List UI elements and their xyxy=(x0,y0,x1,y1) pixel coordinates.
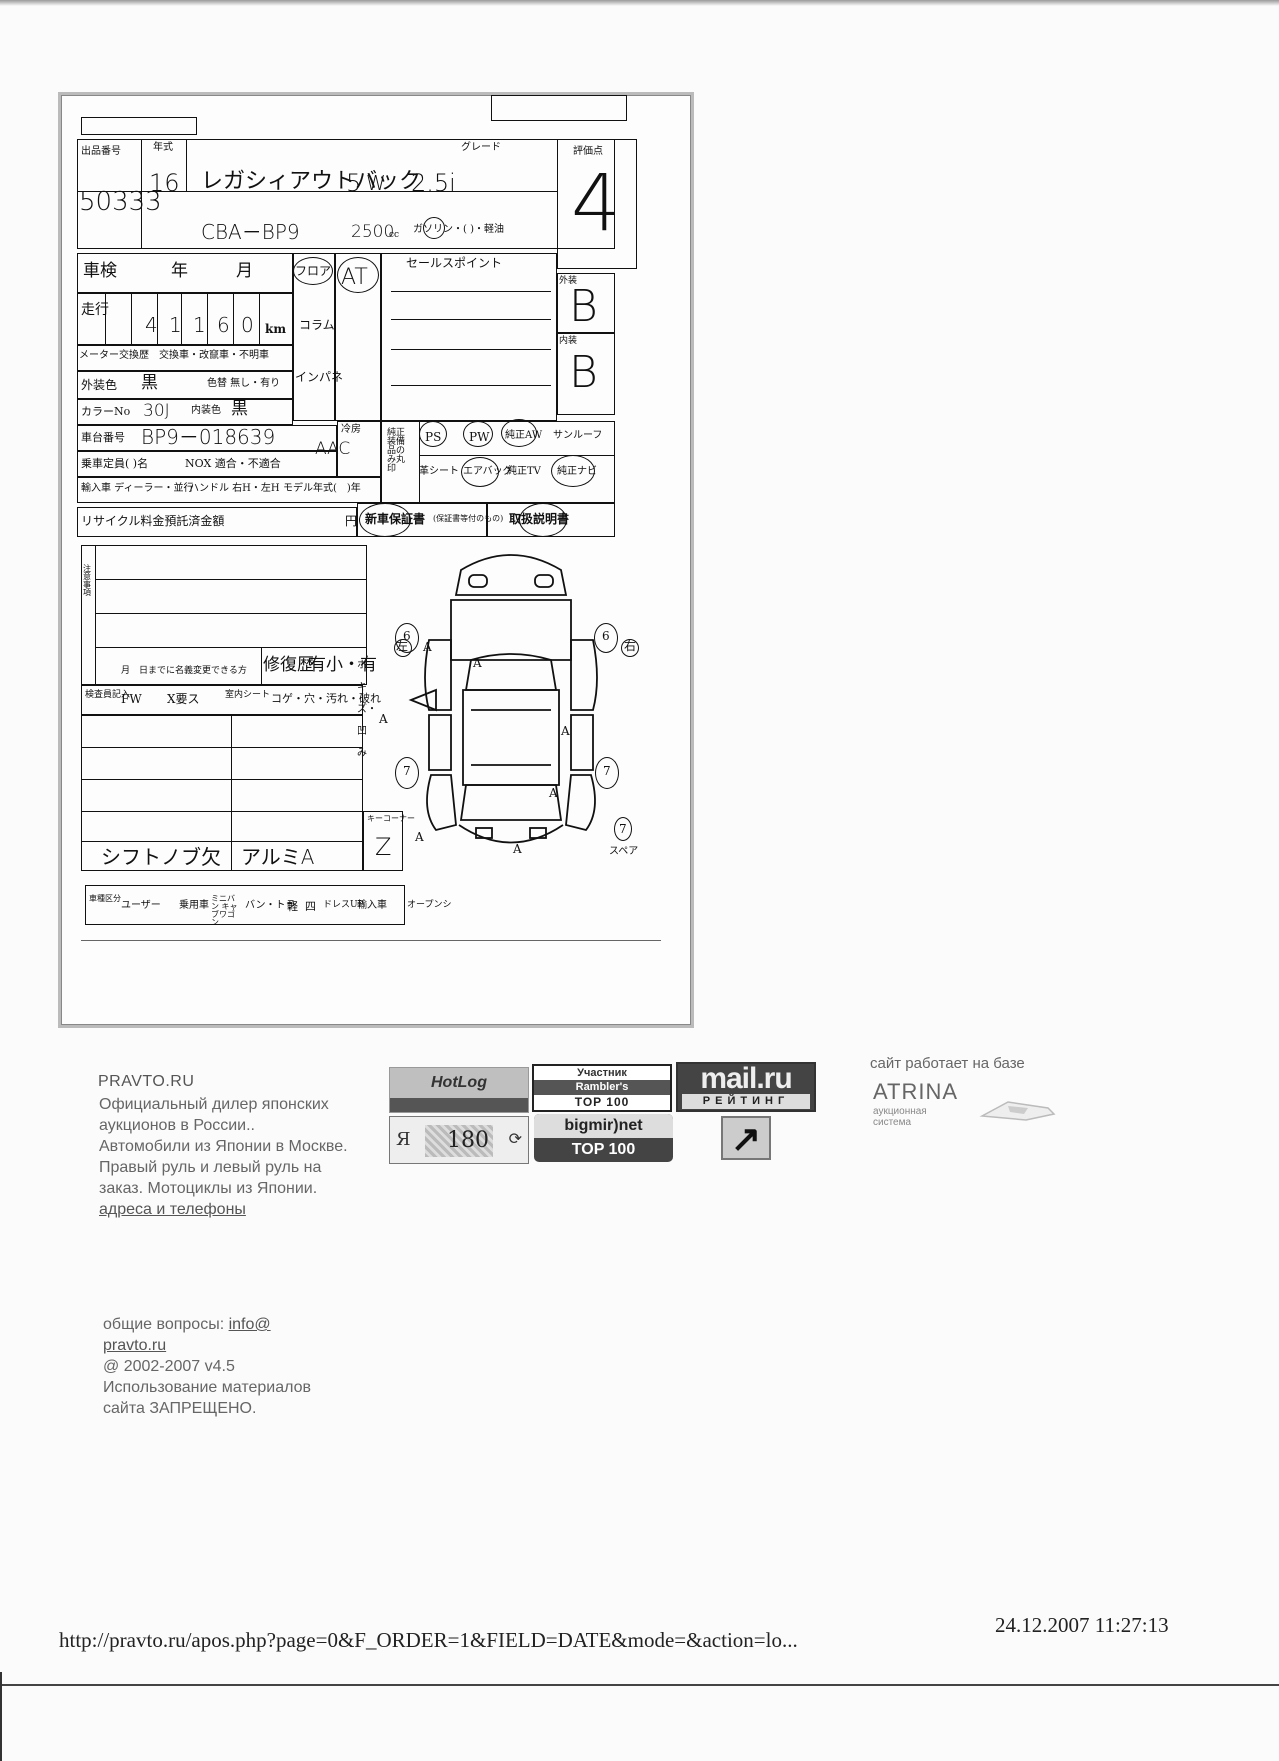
external-link-button[interactable]: ↗ xyxy=(721,1116,771,1160)
model-code: CBA－BP9 xyxy=(201,220,300,244)
exterior-color: 黒 xyxy=(141,373,158,393)
copyright: @ 2002-2007 v4.5 xyxy=(103,1358,235,1375)
score-value: 4 xyxy=(571,159,621,249)
repair-history: 修復歴 xyxy=(263,655,314,675)
car-damage-diagram xyxy=(408,554,598,844)
bigmir-top100-banner[interactable]: bigmir)net TOP 100 xyxy=(534,1114,673,1162)
email-link[interactable]: info@ pravto.ru xyxy=(103,1316,271,1354)
key-code: Z xyxy=(375,833,392,861)
refresh-icon: ⟳ xyxy=(508,1131,522,1148)
header-grid xyxy=(81,117,197,135)
equip-tv: 純正TV xyxy=(507,466,541,477)
vin: BP9－018639 xyxy=(141,425,276,449)
arrow-icon: ↗ xyxy=(730,1118,762,1159)
header-block xyxy=(77,139,615,249)
equip-sunroof: サンルーフ xyxy=(553,430,603,441)
page-bottom-border xyxy=(0,1684,1279,1686)
equip-leather: 革シート xyxy=(419,466,459,477)
inspector-note-1: シフトノブ欠 xyxy=(101,845,221,869)
lot-number: 50333 xyxy=(79,187,162,217)
body-type: W xyxy=(366,171,386,195)
rambler-top100-banner[interactable]: Участник Rambler's TOP 100 xyxy=(532,1064,672,1112)
inspector-note-2: アルミA xyxy=(241,845,315,869)
ac-value: AAC xyxy=(315,439,351,459)
fuel-circle xyxy=(423,217,445,239)
mileage-digit: 6 xyxy=(217,313,230,337)
spare-label: スペア xyxy=(609,846,639,857)
mileage-digit: 4 xyxy=(145,313,158,337)
sales-point-label: セールスポイント xyxy=(406,256,503,270)
exterior-grade: B xyxy=(569,281,598,332)
auction-sheet: 出品番号 50333 年式 16 レガシィアウトバック 5 W 2.5i グレー… xyxy=(58,92,694,1028)
doors: 5 xyxy=(346,169,362,197)
price-box xyxy=(491,95,627,121)
mileage-digit: 1 xyxy=(169,313,182,337)
page-left-border xyxy=(0,1672,2,1761)
mileage-digit: 1 xyxy=(193,313,206,337)
mileage-digit: 0 xyxy=(241,313,254,337)
visitor-count: 180 xyxy=(425,1125,493,1157)
hotlog-counter[interactable]: HotLog xyxy=(389,1067,529,1113)
grade: 2.5i xyxy=(411,169,456,197)
inspection-label: 車検 xyxy=(83,261,117,281)
scan-top-edge xyxy=(0,0,1279,6)
model-year: 16 xyxy=(149,169,180,197)
atrina-car-icon xyxy=(979,1101,1056,1121)
interior-color: 黒 xyxy=(231,399,248,419)
addresses-link[interactable]: адреса и телефоны xyxy=(99,1201,246,1218)
score-box xyxy=(557,139,637,269)
recycle-label: リサイクル料金預託済金額 xyxy=(81,514,225,528)
atrina-logo-text[interactable]: ATRINA xyxy=(873,1079,959,1104)
atrina-subtitle: аукционная система xyxy=(873,1106,927,1128)
usage-warning: Использование материалов сайта ЗАПРЕЩЕНО… xyxy=(103,1379,312,1417)
powered-by-caption: сайт работает на базе xyxy=(870,1055,1025,1072)
displacement: 2500 xyxy=(351,222,395,242)
model-name: レガシィアウトバック xyxy=(201,169,422,194)
yandex-counter[interactable]: Я 180 ⟳ xyxy=(389,1116,529,1164)
color-number: 30J xyxy=(143,401,170,421)
fuel-type: ガソリン・( )・軽油 xyxy=(413,224,504,235)
mailru-rating-banner[interactable]: mail.ru РЕЙТИНГ xyxy=(676,1062,816,1112)
repair-value: 有小・有 xyxy=(309,655,377,675)
contact-block: общие вопросы: info@ pravto.ru @ 2002-20… xyxy=(103,1316,312,1417)
interior-grade: B xyxy=(569,347,598,398)
printed-url: http://pravto.ru/apos.php?page=0&F_ORDER… xyxy=(59,1628,798,1652)
printed-datetime: 24.12.2007 11:27:13 xyxy=(995,1613,1169,1637)
site-description: Официальный дилер японских аукционов в Р… xyxy=(99,1096,348,1218)
brand-name: PRAVTO.RU xyxy=(98,1073,195,1090)
